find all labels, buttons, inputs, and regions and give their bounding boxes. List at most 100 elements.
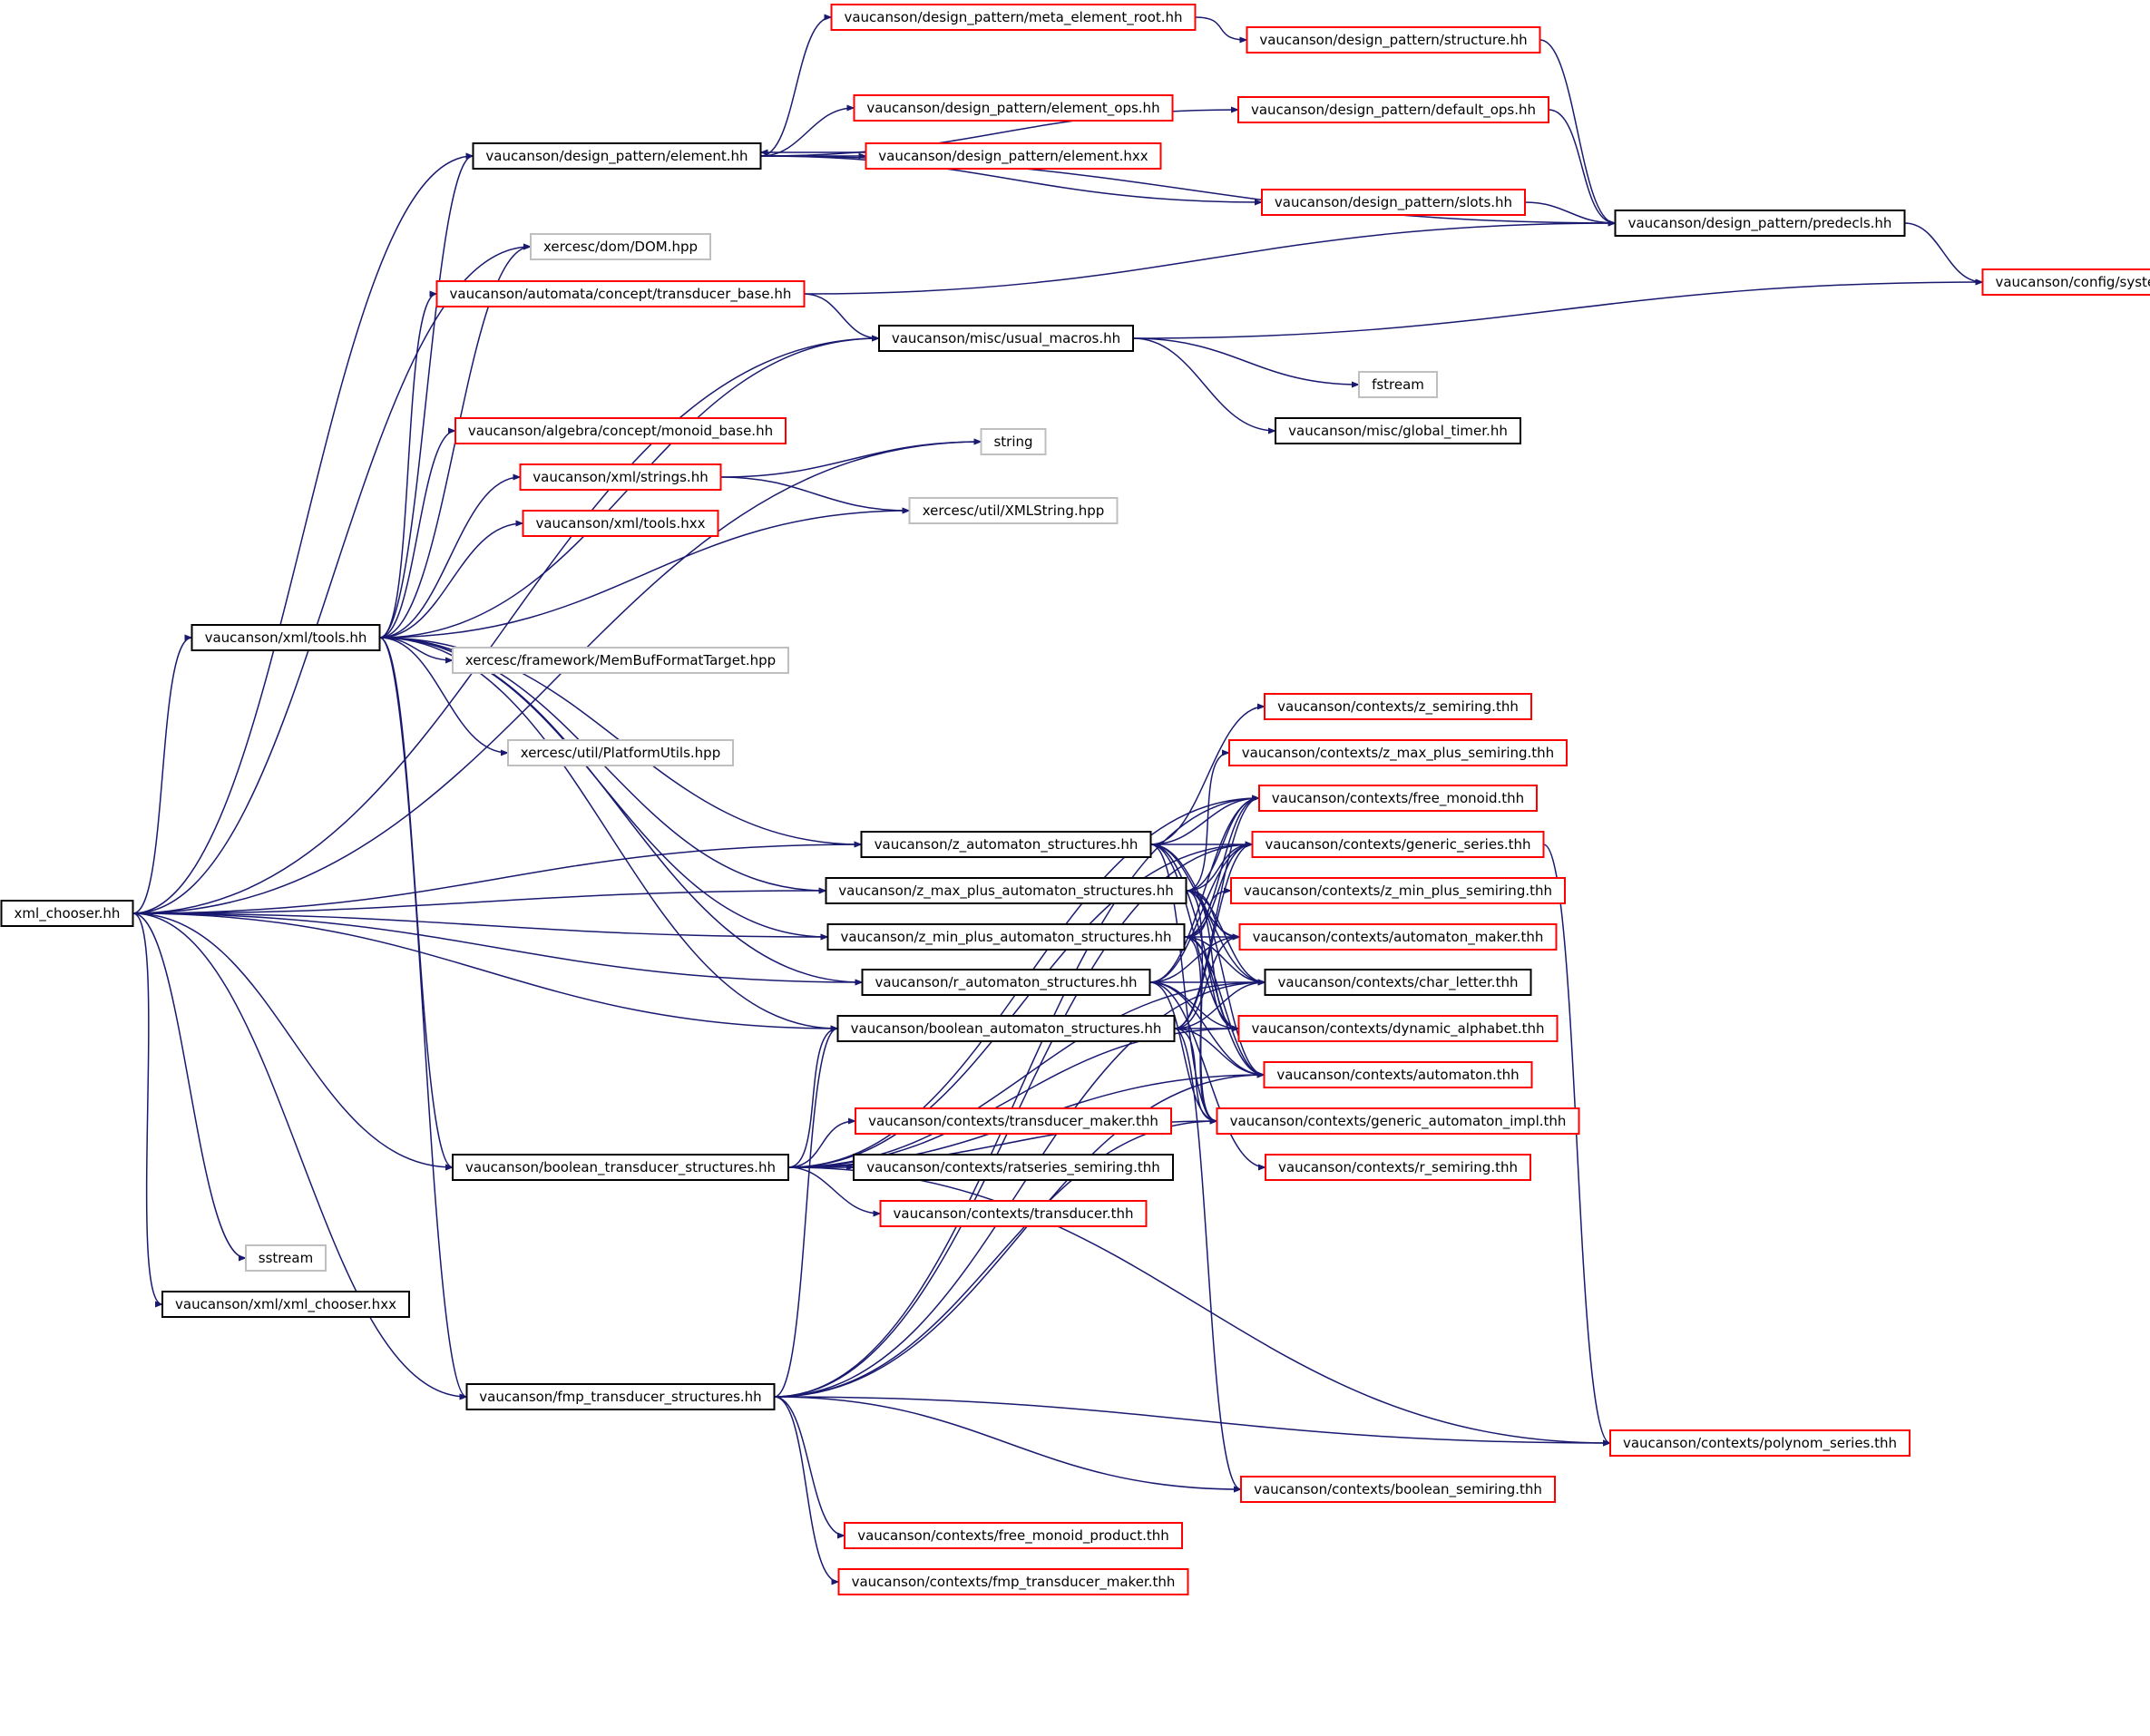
node-vaucanson-contexts-z-min-plus-semiring-thh[interactable]: vaucanson/contexts/z_min_plus_semiring.t… xyxy=(1230,877,1566,904)
node-vaucanson-contexts-fmp-transducer-maker-thh[interactable]: vaucanson/contexts/fmp_transducer_maker.… xyxy=(837,1568,1189,1595)
node-box xyxy=(1237,96,1549,123)
node-vaucanson-design-pattern-default-ops-hh[interactable]: vaucanson/design_pattern/default_ops.hh xyxy=(1237,96,1549,123)
node-sstream[interactable]: sstream xyxy=(245,1244,327,1272)
node-vaucanson-z-min-plus-automaton-structures-hh[interactable]: vaucanson/z_min_plus_automaton_structure… xyxy=(826,923,1186,951)
node-box xyxy=(1609,1429,1911,1457)
edge-n30-n33 xyxy=(1184,936,1266,986)
node-box xyxy=(1251,831,1545,858)
node-vaucanson-design-pattern-slots-hh[interactable]: vaucanson/design_pattern/slots.hh xyxy=(1261,189,1526,216)
node-box xyxy=(837,1568,1189,1595)
edge-n0-n30 xyxy=(132,912,829,941)
node-label: vaucanson/contexts/free_monoid_product.t… xyxy=(857,1527,1169,1545)
node-label: vaucanson/contexts/char_letter.thh xyxy=(1278,974,1519,991)
node-vaucanson-contexts-dynamic-alphabet-thh[interactable]: vaucanson/contexts/dynamic_alphabet.thh xyxy=(1237,1015,1559,1042)
node-box xyxy=(472,142,762,170)
node-vaucanson-contexts-z-max-plus-semiring-thh[interactable]: vaucanson/contexts/z_max_plus_semiring.t… xyxy=(1228,739,1568,766)
node-vaucanson-contexts-boolean-semiring-thh[interactable]: vaucanson/contexts/boolean_semiring.thh xyxy=(1240,1476,1556,1503)
node-vaucanson-contexts-generic-automaton-impl-thh[interactable]: vaucanson/contexts/generic_automaton_imp… xyxy=(1216,1107,1580,1135)
edge-n45-n34 xyxy=(774,1025,839,1398)
node-box xyxy=(1258,785,1538,812)
node-vaucanson-misc-usual-macros-hh[interactable]: vaucanson/misc/usual_macros.hh xyxy=(878,325,1134,352)
node-box xyxy=(1981,268,2150,296)
node-label: vaucanson/design_pattern/meta_element_ro… xyxy=(844,9,1182,26)
node-vaucanson-contexts-free-monoid-product-thh[interactable]: vaucanson/contexts/free_monoid_product.t… xyxy=(844,1522,1183,1549)
node-label: vaucanson/contexts/automaton.thh xyxy=(1276,1067,1519,1083)
node-vaucanson-design-pattern-predecls-hh[interactable]: vaucanson/design_pattern/predecls.hh xyxy=(1614,210,1906,237)
edge-n26-n23 xyxy=(1150,703,1266,845)
node-label: xercesc/framework/MemBufFormatTarget.hpp xyxy=(465,652,776,668)
node-label: vaucanson/contexts/r_semiring.thh xyxy=(1278,1159,1518,1176)
node-box xyxy=(861,969,1151,996)
node-vaucanson-xml-strings-hh[interactable]: vaucanson/xml/strings.hh xyxy=(519,463,722,491)
node-vaucanson-boolean-automaton-structures-hh[interactable]: vaucanson/boolean_automaton_structures.h… xyxy=(836,1015,1176,1042)
node-xercesc-util-platformutils-hpp[interactable]: xercesc/util/PlatformUtils.hpp xyxy=(507,739,734,766)
edge-n5-n8 xyxy=(1548,109,1617,227)
edge-n0-n12 xyxy=(132,335,880,914)
node-vaucanson-contexts-transducer-thh[interactable]: vaucanson/contexts/transducer.thh xyxy=(879,1200,1148,1227)
node-vaucanson-algebra-concept-monoid-base-hh[interactable]: vaucanson/algebra/concept/monoid_base.hh xyxy=(454,417,787,444)
edge-n45-n47 xyxy=(774,1396,1242,1493)
edge-n0-n9 xyxy=(132,243,532,914)
node-vaucanson-contexts-char-letter-thh[interactable]: vaucanson/contexts/char_letter.thh xyxy=(1264,969,1532,996)
edge-n0-n16 xyxy=(132,438,982,914)
node-xercesc-dom-dom-hpp[interactable]: xercesc/dom/DOM.hpp xyxy=(530,233,711,260)
node-vaucanson-contexts-free-monoid-thh[interactable]: vaucanson/contexts/free_monoid.thh xyxy=(1258,785,1538,812)
edge-n32-n31 xyxy=(1149,933,1241,983)
node-label: vaucanson/boolean_automaton_structures.h… xyxy=(851,1020,1162,1038)
edge-n34-n27 xyxy=(1174,841,1254,1029)
node-box xyxy=(1230,877,1566,904)
node-vaucanson-xml-xml-chooser-hxx[interactable]: vaucanson/xml/xml_chooser.hxx xyxy=(161,1291,410,1318)
node-vaucanson-contexts-polynom-series-thh[interactable]: vaucanson/contexts/polynom_series.thh xyxy=(1609,1429,1911,1457)
edges-layer xyxy=(132,14,1984,1585)
edge-n39-n46 xyxy=(787,1166,1611,1447)
edge-n34-n33 xyxy=(1174,979,1266,1029)
node-box xyxy=(1237,1015,1559,1042)
node-vaucanson-xml-tools-hh[interactable]: vaucanson/xml/tools.hh xyxy=(191,624,381,651)
edge-n45-n25 xyxy=(774,795,1260,1398)
node-vaucanson-contexts-ratseries-semiring-thh[interactable]: vaucanson/contexts/ratseries_semiring.th… xyxy=(853,1154,1174,1181)
node-vaucanson-automata-concept-transducer-base-hh[interactable]: vaucanson/automata/concept/transducer_ba… xyxy=(435,280,806,307)
node-xercesc-framework-membufformattarget-hpp[interactable]: xercesc/framework/MemBufFormatTarget.hpp xyxy=(452,647,789,674)
node-vaucanson-contexts-automaton-maker-thh[interactable]: vaucanson/contexts/automaton_maker.thh xyxy=(1238,923,1558,951)
edge-n32-n41 xyxy=(1149,981,1266,1171)
node-vaucanson-contexts-z-semiring-thh[interactable]: vaucanson/contexts/z_semiring.thh xyxy=(1264,693,1532,720)
node-vaucanson-contexts-r-semiring-thh[interactable]: vaucanson/contexts/r_semiring.thh xyxy=(1265,1154,1531,1181)
node-vaucanson-z-max-plus-automaton-structures-hh[interactable]: vaucanson/z_max_plus_automaton_structure… xyxy=(825,877,1187,904)
edge-n45-n36 xyxy=(774,1071,1266,1398)
node-vaucanson-design-pattern-element-hh[interactable]: vaucanson/design_pattern/element.hh xyxy=(472,142,762,170)
node-vaucanson-contexts-generic-series-thh[interactable]: vaucanson/contexts/generic_series.thh xyxy=(1251,831,1545,858)
node-fstream[interactable]: fstream xyxy=(1358,371,1438,398)
node-xercesc-util-xmlstring-hpp[interactable]: xercesc/util/XMLString.hpp xyxy=(908,497,1119,524)
node-xml-chooser-hh[interactable]: xml_chooser.hh xyxy=(0,900,134,927)
edge-n0-n34 xyxy=(132,912,839,1032)
node-vaucanson-design-pattern-meta-element-root-hh[interactable]: vaucanson/design_pattern/meta_element_ro… xyxy=(830,4,1197,31)
node-vaucanson-design-pattern-element-ops-hh[interactable]: vaucanson/design_pattern/element_ops.hh xyxy=(853,94,1174,122)
edge-n0-n1 xyxy=(132,152,474,914)
node-vaucanson-xml-tools-hxx[interactable]: vaucanson/xml/tools.hxx xyxy=(522,510,719,537)
node-label: xercesc/util/PlatformUtils.hpp xyxy=(521,745,720,761)
node-label: fstream xyxy=(1372,376,1424,393)
node-vaucanson-contexts-transducer-maker-thh[interactable]: vaucanson/contexts/transducer_maker.thh xyxy=(855,1107,1172,1135)
node-label: vaucanson/contexts/z_min_plus_semiring.t… xyxy=(1244,883,1552,900)
node-box xyxy=(1246,26,1541,54)
node-label: vaucanson/automata/concept/transducer_ba… xyxy=(450,286,792,303)
node-box xyxy=(435,280,806,307)
node-vaucanson-r-automaton-structures-hh[interactable]: vaucanson/r_automaton_structures.hh xyxy=(861,969,1151,996)
edge-n17-n16 xyxy=(720,438,982,478)
node-vaucanson-z-automaton-structures-hh[interactable]: vaucanson/z_automaton_structures.hh xyxy=(860,831,1152,858)
node-label: sstream xyxy=(259,1250,313,1266)
node-box xyxy=(0,900,134,927)
node-vaucanson-config-system-hh[interactable]: vaucanson/config/system.hh xyxy=(1981,268,2150,296)
edge-n45-n38 xyxy=(774,1117,1218,1398)
node-vaucanson-misc-global-timer-hh[interactable]: vaucanson/misc/global_timer.hh xyxy=(1275,417,1521,444)
node-string[interactable]: string xyxy=(980,428,1047,455)
node-vaucanson-contexts-automaton-thh[interactable]: vaucanson/contexts/automaton.thh xyxy=(1263,1061,1533,1088)
node-vaucanson-boolean-transducer-structures-hh[interactable]: vaucanson/boolean_transducer_structures.… xyxy=(452,1154,789,1181)
edge-n28-n24 xyxy=(1186,749,1230,892)
edge-n1-n2 xyxy=(760,14,833,157)
node-vaucanson-fmp-transducer-structures-hh[interactable]: vaucanson/fmp_transducer_structures.hh xyxy=(465,1383,776,1410)
node-vaucanson-design-pattern-element-hxx[interactable]: vaucanson/design_pattern/element.hxx xyxy=(865,142,1162,170)
node-label: vaucanson/misc/global_timer.hh xyxy=(1288,423,1508,440)
node-vaucanson-design-pattern-structure-hh[interactable]: vaucanson/design_pattern/structure.hh xyxy=(1246,26,1541,54)
node-label: vaucanson/boolean_transducer_structures.… xyxy=(465,1159,776,1176)
